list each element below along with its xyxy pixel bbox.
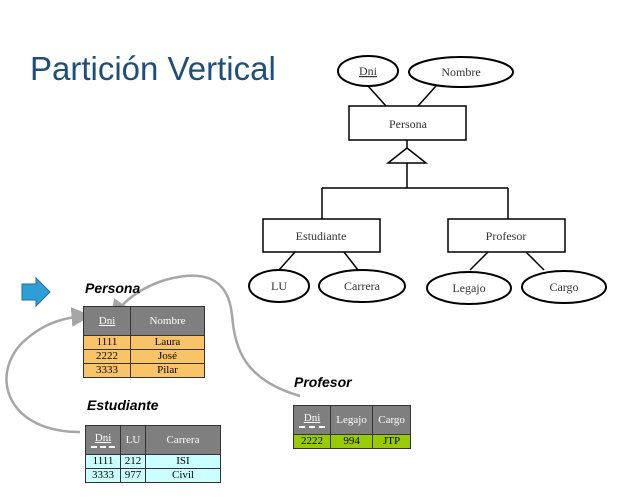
header-cell: Dni [98,314,116,327]
table-header: Dni [83,306,131,336]
table-header: Legajo [329,405,374,435]
table-row: 1111 212 ISI [85,454,221,469]
attr-dni-ellipse [337,55,399,87]
er-connectors [278,85,545,271]
attr-nombre-label: Nombre [441,65,480,79]
table-header: Cargo [372,405,411,435]
table-cell: José [130,349,205,364]
table-cell: 977 [120,468,146,483]
table-header: LU [120,425,146,455]
entity-estudiante-label: Estudiante [296,229,347,243]
table-cell: 1111 [83,335,131,350]
attr-cargo-label: Cargo [549,280,578,294]
entity-profesor-label: Profesor [486,229,527,243]
table-header: Carrera [145,425,221,455]
table-row: 3333 977 Civil [85,468,221,483]
attr-carrera-label: Carrera [344,279,381,293]
isa-triangle [385,147,429,164]
attr-lu-label: LU [271,279,287,293]
table-row: 3333 Pilar [83,363,205,378]
attr-carrera-ellipse [318,269,406,303]
table-cell: Pilar [130,363,205,378]
attr-legajo-label: Legajo [452,281,485,295]
table-cell: 3333 [85,468,121,483]
header-cell: Dni [303,412,321,424]
table-persona: Dni Nombre 1111 Laura 2222 José 3333 Pil… [83,306,205,378]
table-row: 2222 José [83,349,205,364]
table-cell: ISI [145,454,221,469]
header-cell: Dni [94,432,112,444]
table-cell: 994 [329,434,374,449]
table-estudiante-title: Estudiante [87,397,159,413]
table-header: Dni [85,425,121,455]
attr-nombre-ellipse [408,56,514,88]
table-cell: 1111 [85,454,121,469]
table-row: 1111 Laura [83,335,205,350]
table-cell: Laura [130,335,205,350]
table-cell: Civil [145,468,221,483]
table-profesor: Dni Legajo Cargo 2222 994 JTP [293,405,411,449]
table-row: 2222 994 JTP [293,434,411,449]
table-header: Nombre [130,306,205,336]
fk-curve-estudiante [5,307,92,434]
fk-curve-profesor [110,274,301,398]
table-persona-title: Persona [85,280,141,296]
attr-legajo-ellipse [426,271,512,305]
table-cell: 2222 [83,349,131,364]
entity-profesor-box [447,218,566,253]
attr-dni-label: Dni [359,64,378,78]
table-cell: 212 [120,454,146,469]
entity-persona-label: Persona [389,117,428,131]
entity-persona-box [348,105,467,141]
table-cell: 3333 [83,363,131,378]
page-title: Partición Vertical [30,50,276,87]
table-estudiante: Dni LU Carrera 1111 212 ISI 3333 977 Civ… [85,425,221,483]
pointer-arrow-icon [21,276,51,308]
table-header: Dni [293,405,331,435]
table-cell: 2222 [293,434,331,449]
table-cell: JTP [372,434,411,449]
entity-estudiante-box [262,218,381,253]
attr-lu-ellipse [248,269,310,303]
table-profesor-title: Profesor [294,374,352,390]
attr-cargo-ellipse [521,270,607,304]
